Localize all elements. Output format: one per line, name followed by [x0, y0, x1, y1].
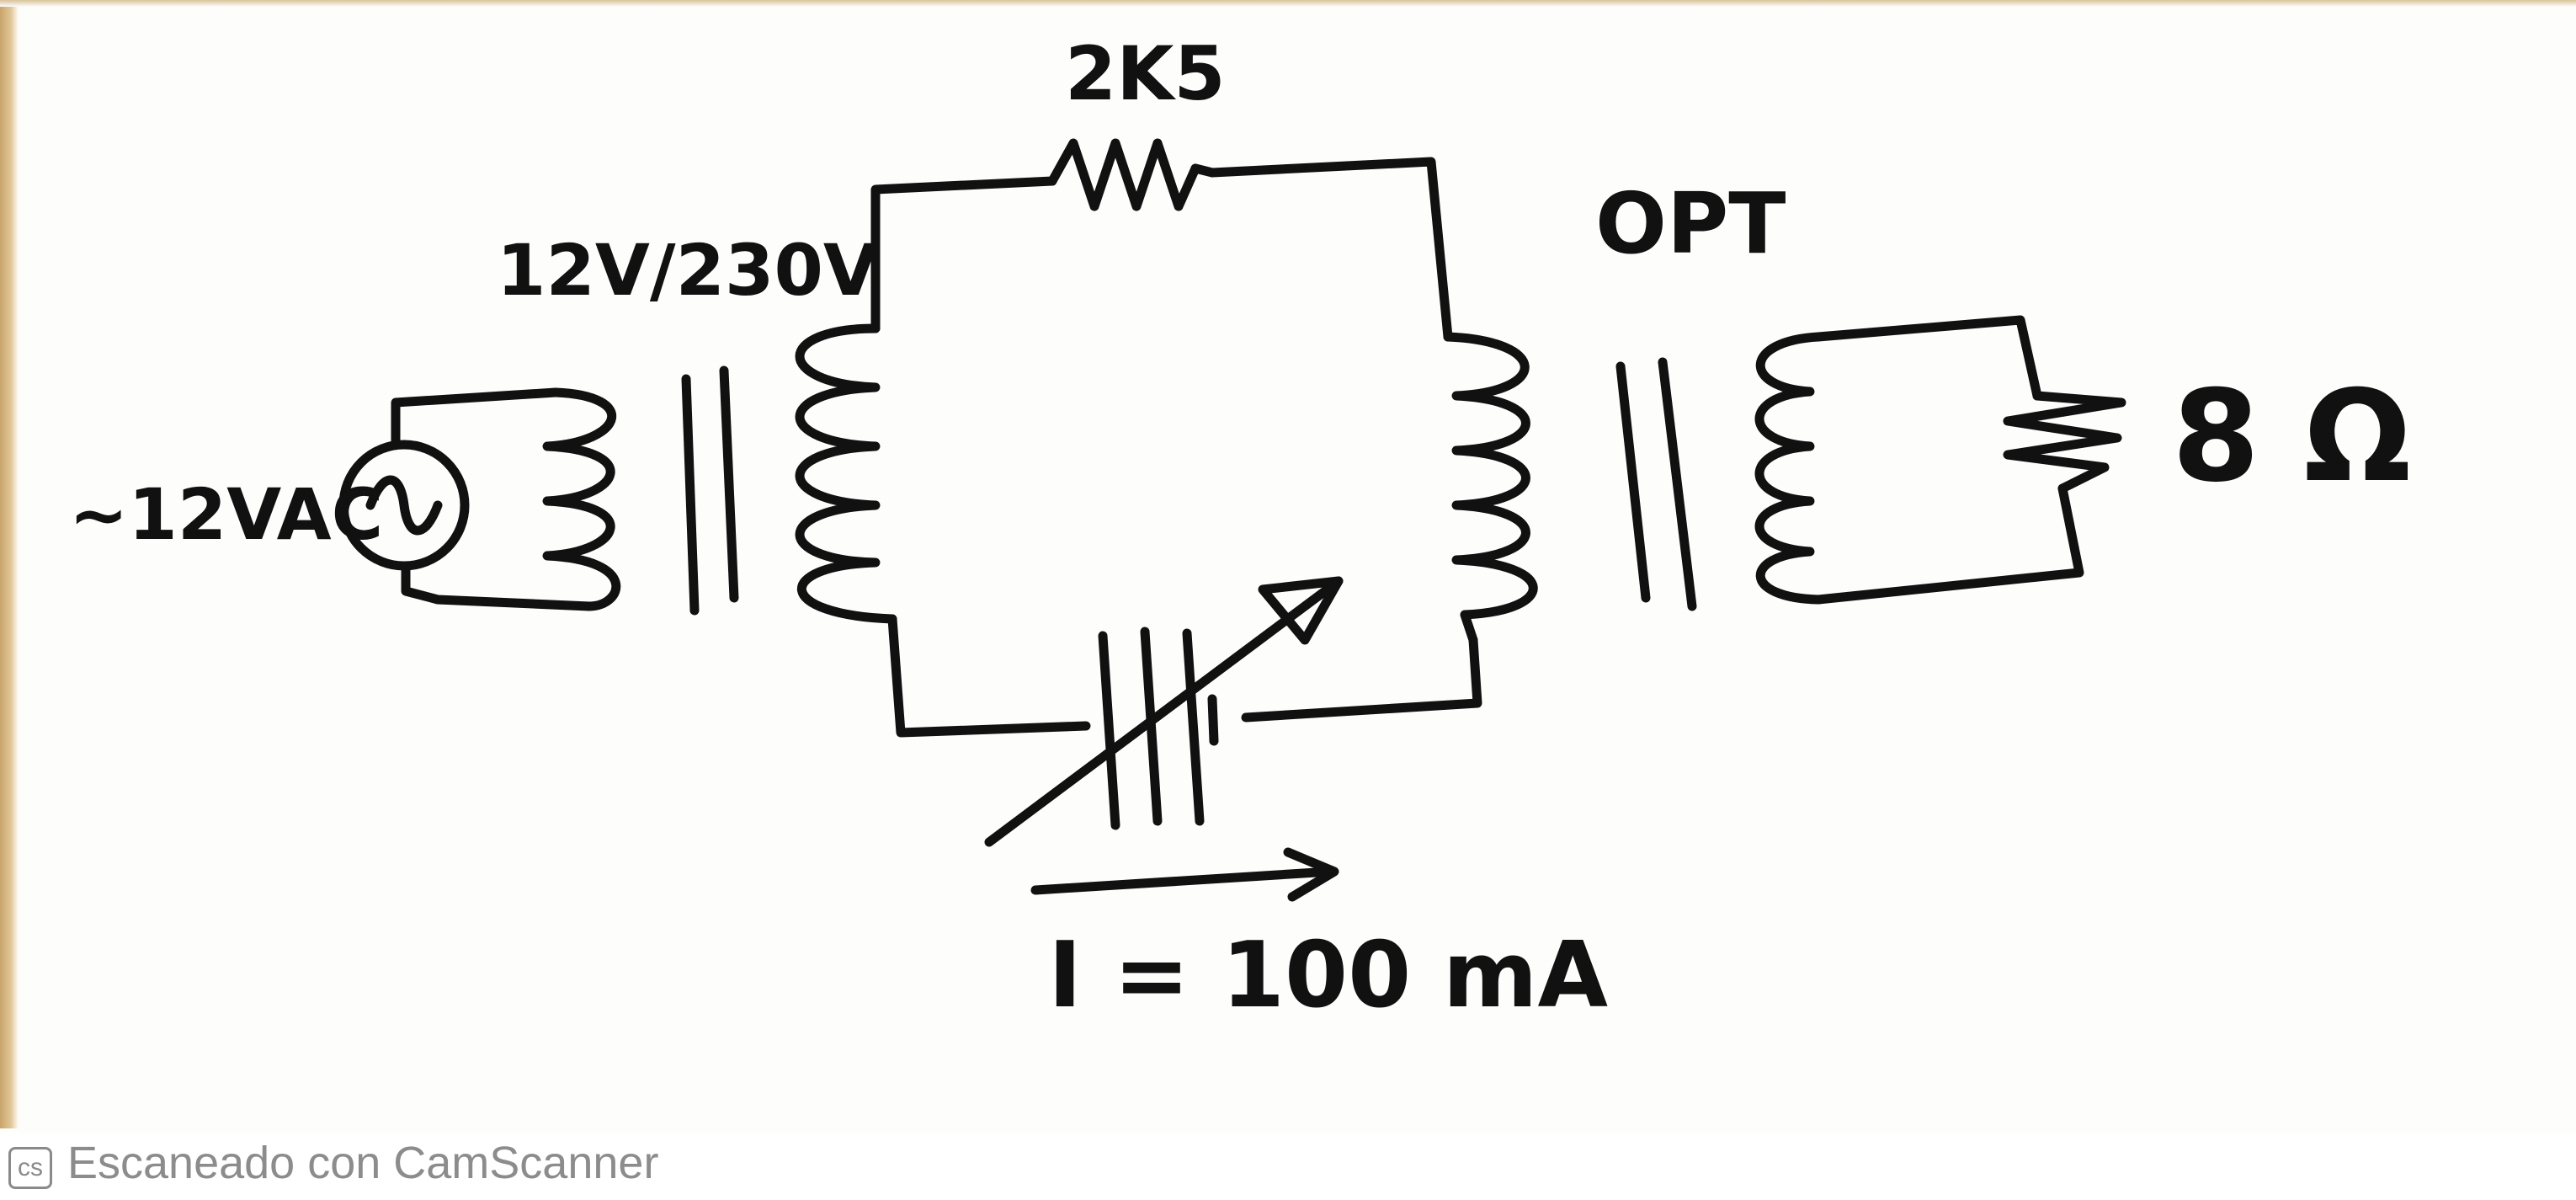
- resistor-value-label: 2K5: [1065, 30, 1226, 117]
- load-impedance-label: 8 Ω: [2172, 364, 2411, 510]
- source-label: ~12VAC: [69, 473, 383, 556]
- opt-secondary-coil: [1754, 315, 2084, 605]
- opt-primary-coil: [1443, 332, 1538, 645]
- camscanner-logo-icon: cs: [8, 1147, 52, 1189]
- circuit-schematic: ~12VAC 12V/230V 2K5 OPT 8 Ω I = 100 mA: [69, 30, 2411, 1028]
- transformer-core: [681, 365, 739, 616]
- current-label: I = 100 mA: [1048, 923, 1608, 1028]
- scanner-watermark: Escaneado con CamScanner: [67, 1138, 659, 1188]
- current-arrow: [1030, 847, 1339, 902]
- load-resistor: [2003, 391, 2126, 493]
- opt-core: [1615, 357, 1697, 611]
- top-wire-resistor: [870, 138, 1453, 342]
- transformer-primary-coil: [542, 387, 621, 611]
- page-edge-top: [0, 0, 2576, 7]
- bottom-wire-variable-capacitor: [887, 576, 1482, 847]
- transformer-ratio-label: 12V/230V: [497, 229, 878, 312]
- ac-source-symbol: [338, 387, 594, 611]
- scan-footer: [0, 1133, 2576, 1200]
- opt-label: OPT: [1595, 174, 1786, 273]
- page-edge-left: [0, 0, 19, 1128]
- transformer-secondary-coil: [795, 323, 897, 624]
